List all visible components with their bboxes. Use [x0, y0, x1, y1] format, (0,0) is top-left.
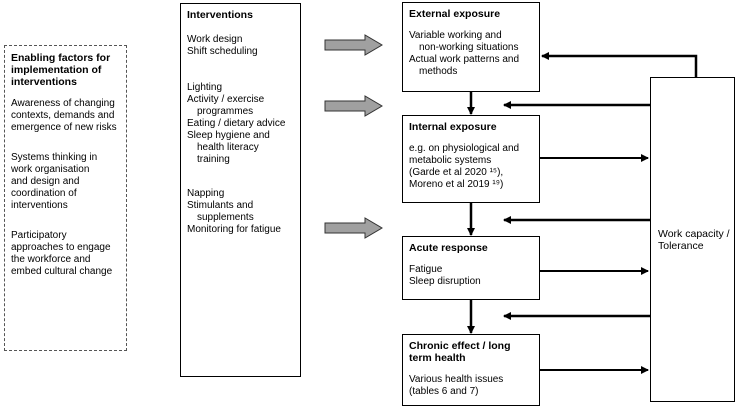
acute-response-title: Acute response: [409, 242, 488, 254]
intervention-to-internal-arrow: [324, 95, 383, 117]
acute-response-box: Acute response Fatigue Sleep disruption: [402, 236, 540, 300]
interventions-group-mitigation: Napping Stimulants and supplements Monit…: [187, 188, 294, 236]
intervention-lighting: Lighting: [187, 82, 223, 93]
intervention-work-design: Work design: [187, 34, 243, 45]
intervention-napping: Napping: [187, 188, 225, 199]
interventions-box: Interventions Work design Shift scheduli…: [180, 3, 301, 377]
intervention-shift-scheduling: Shift scheduling: [187, 46, 258, 57]
internal-exposure-box: Internal exposure e.g. on physiological …: [402, 115, 540, 203]
intervention-eating-dietary: Eating / dietary advice: [187, 118, 286, 129]
intervention-stimulants: Stimulants and supplements: [187, 200, 254, 223]
chronic-effect-text: Various health issues (tables 6 and 7): [409, 374, 504, 397]
interventions-group-individual: Lighting Activity / exercise programmes …: [187, 82, 294, 166]
external-exposure-work-patterns: Actual work patterns and methods: [409, 54, 520, 77]
enabling-factor-awareness: Awareness of changing contexts, demands …: [11, 98, 117, 133]
acute-response-sleep-disruption: Sleep disruption: [409, 276, 481, 287]
internal-exposure-text: e.g. on physiological and metabolic syst…: [409, 143, 520, 190]
intervention-activity-exercise: Activity / exercise programmes: [187, 94, 265, 117]
intervention-sleep-hygiene: Sleep hygiene and health literacy traini…: [187, 130, 270, 165]
interventions-group-organisational: Work design Shift scheduling: [187, 34, 294, 58]
chronic-effect-title: Chronic effect / long term health: [409, 340, 511, 364]
external-exposure-variable-situations: Variable working and non-working situati…: [409, 30, 519, 53]
capacity-to-external-loop-arrow: [541, 52, 698, 77]
external-exposure-box: External exposure Variable working and n…: [402, 2, 540, 92]
enabling-factor-systems-thinking: Systems thinking in work organisation an…: [11, 152, 98, 211]
work-capacity-label: Work capacity / Tolerance: [658, 227, 730, 252]
external-exposure-title: External exposure: [409, 8, 501, 20]
internal-exposure-title: Internal exposure: [409, 121, 497, 133]
enabling-factor-participatory: Participatory approaches to engage the w…: [11, 230, 113, 277]
enabling-factors-title: Enabling factors for implementation of i…: [11, 52, 111, 88]
work-capacity-box: Work capacity / Tolerance: [650, 77, 735, 402]
acute-response-fatigue: Fatigue: [409, 264, 443, 275]
interventions-title: Interventions: [187, 9, 253, 21]
intervention-monitoring-fatigue: Monitoring for fatigue: [187, 224, 281, 235]
chronic-effect-box: Chronic effect / long term health Variou…: [402, 334, 540, 406]
intervention-to-external-arrow: [324, 34, 383, 56]
intervention-to-acute-arrow: [324, 217, 383, 239]
enabling-factors-box: Enabling factors for implementation of i…: [4, 45, 127, 351]
